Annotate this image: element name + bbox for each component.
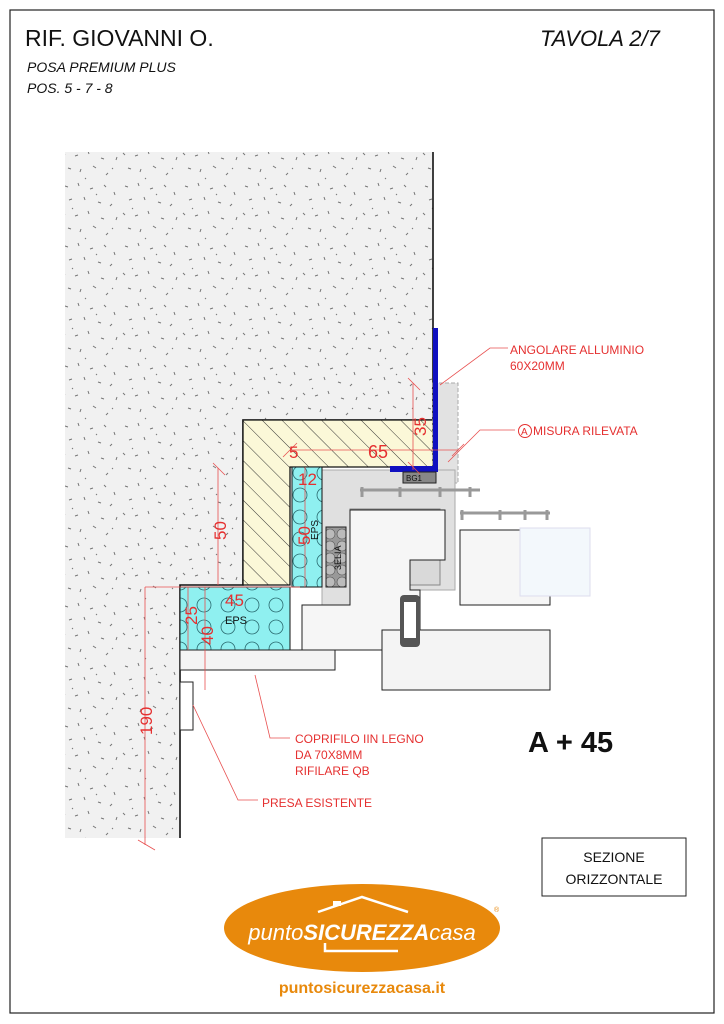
dimension-lines	[137, 347, 515, 851]
section-box	[541, 837, 687, 897]
dim-12: 12	[298, 470, 317, 489]
eps-vertical-label: EPS	[310, 520, 321, 540]
section-line-1: SEZIONE	[583, 849, 644, 865]
callout-trim-3: RIFILARE QB	[295, 764, 370, 778]
callout-angle-1: ANGOLARE ALLUMINIO	[510, 343, 644, 357]
existing-wall	[65, 152, 433, 838]
logo-punto: punto	[247, 920, 303, 945]
drawing-subtitle: POSA PREMIUM PLUS	[27, 59, 177, 75]
logo-sicurezza: SICUREZZA	[303, 920, 429, 945]
section-line-2: ORIZZONTALE	[566, 871, 663, 887]
house-roof-icon	[317, 895, 409, 914]
eps-bottom-label: EPS	[225, 615, 247, 627]
wood-trim	[179, 649, 336, 671]
brand-url[interactable]: puntosicurezzacasa.it	[279, 980, 446, 997]
sheet-number: TAVOLA 2/7	[540, 26, 661, 51]
callout-measure: MISURA RILEVATA	[533, 424, 638, 438]
seal-label: 3ELIA	[333, 545, 343, 570]
dim-45: 45	[225, 591, 244, 610]
dim-35: 35	[411, 417, 430, 436]
dim-5: 5	[289, 443, 298, 462]
dim-50-left: 50	[211, 521, 230, 540]
dim-25: 25	[182, 606, 201, 625]
aluminium-angle	[390, 328, 438, 472]
callout-trim-1: COPRIFILO IIN LEGNO	[295, 732, 424, 746]
page-frame	[9, 9, 715, 1014]
logo-wordmark: puntoSICUREZZAcasa	[247, 920, 475, 945]
callout-socket: PRESA ESISTENTE	[262, 796, 372, 810]
callout-trim-2: DA 70X8MM	[295, 748, 362, 762]
logo-casa: casa	[429, 920, 475, 945]
callout-angle-2: 60X20MM	[510, 359, 565, 373]
dim-190: 190	[137, 707, 156, 735]
positions-label: POS. 5 - 7 - 8	[27, 80, 113, 96]
formula-label: A + 45	[528, 727, 613, 759]
dim-40: 40	[198, 626, 217, 645]
existing-socket	[179, 681, 194, 731]
gasket-label: BG1	[406, 474, 423, 483]
logo-registered: ®	[494, 906, 500, 914]
eps-insulation-bottom	[179, 586, 291, 651]
dim-50-eps: 50	[295, 526, 314, 545]
eps-insulation-vertical	[291, 466, 323, 588]
measure-symbol: A	[521, 427, 528, 438]
brand-logo: puntoSICUREZZAcasa ®	[224, 884, 500, 972]
seal-tape	[325, 526, 347, 588]
dim-65: 65	[368, 442, 388, 462]
gasket	[402, 471, 437, 484]
measure-symbol-circle	[518, 424, 532, 438]
drawing-title: RIF. GIOVANNI O.	[25, 25, 214, 51]
